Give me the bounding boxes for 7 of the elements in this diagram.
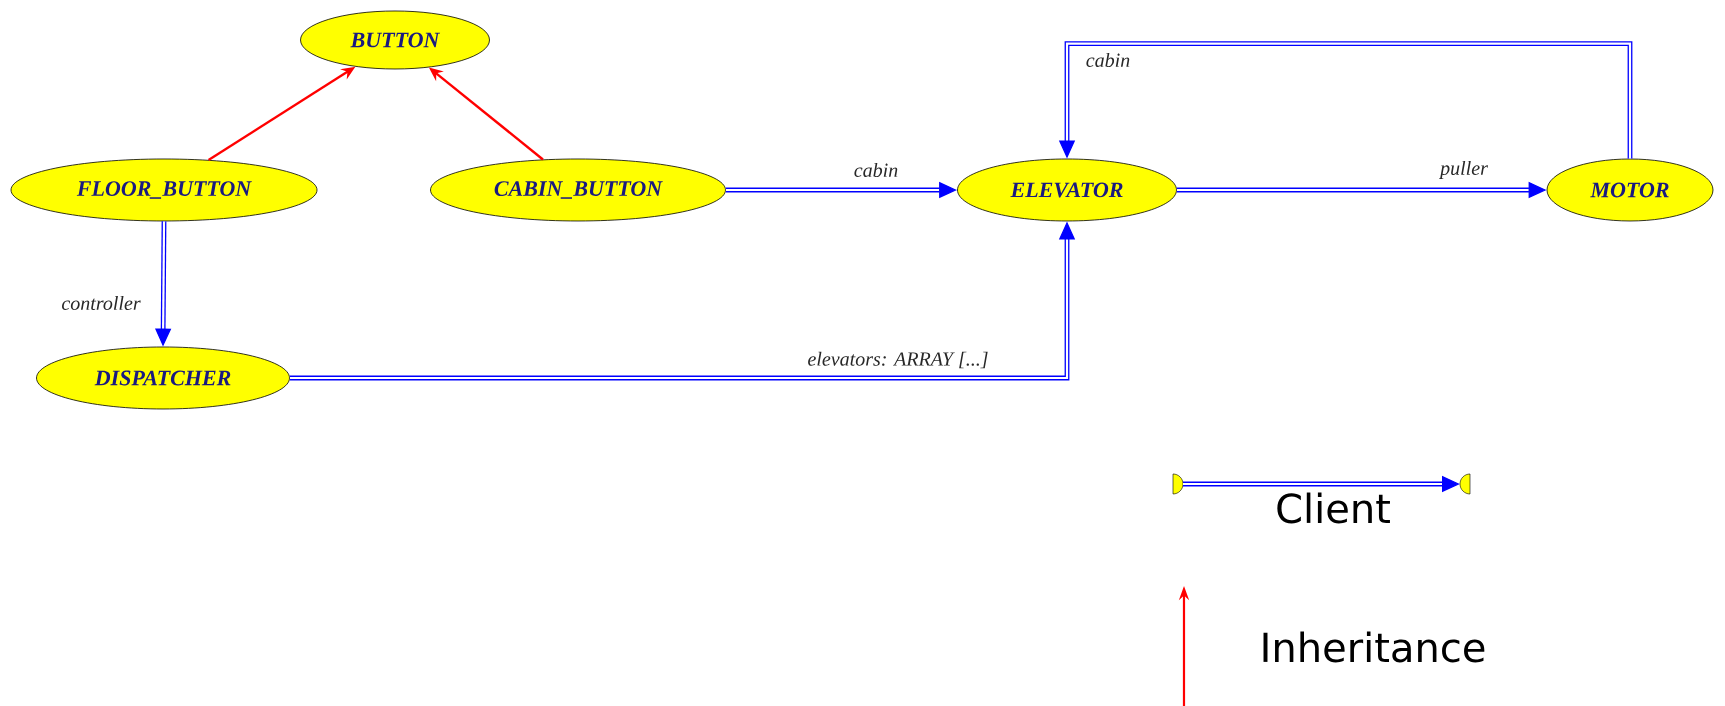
- legend-label: Inheritance: [1263, 631, 1485, 663]
- edge-label: cabin: [1084, 51, 1132, 69]
- edge-label: elevators: ARRAY [...]: [806, 350, 990, 370]
- edge-label: cabin: [852, 161, 900, 179]
- legend-label: Client: [1277, 492, 1390, 524]
- edge-label: controller: [60, 294, 142, 311]
- edge-label: puller: [1438, 159, 1489, 181]
